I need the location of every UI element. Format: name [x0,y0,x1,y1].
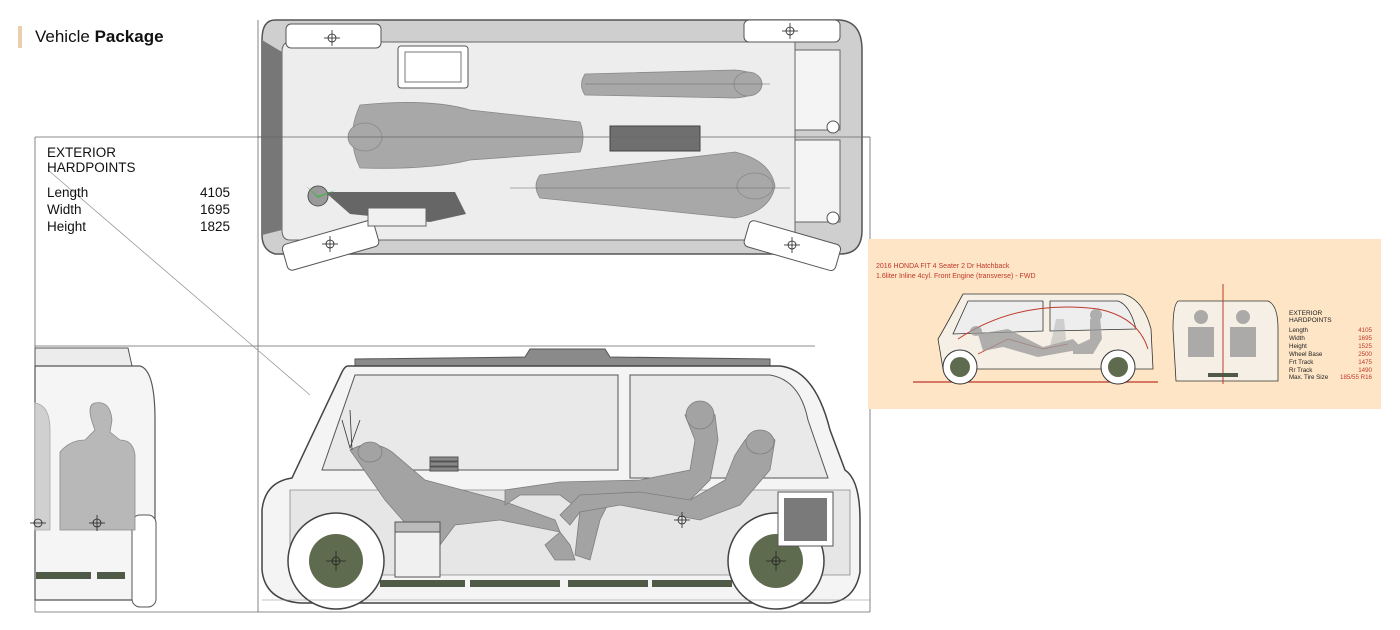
exterior-hardpoints-table: Length 4105 Width 1695 Height 1825 [47,184,230,235]
reference-label: Rr Track [1289,366,1313,374]
hardpoint-markers [30,23,800,531]
hardpoint-row: Length 4105 [47,184,230,201]
reference-value: 1490 [1358,366,1372,374]
reference-value: 1525 [1358,342,1372,350]
reference-value: 1475 [1358,358,1372,366]
hardpoint-value: 4105 [199,185,230,200]
reference-label: Max. Tire Size [1289,374,1329,382]
reference-row: Frt Track 1475 [1289,359,1372,367]
reference-label: Height [1289,342,1307,350]
title-accent-bar [18,26,22,48]
exterior-title-line1: EXTERIOR [47,145,117,160]
reference-row: Height 1525 [1289,343,1372,351]
reference-row: Wheel Base 2500 [1289,351,1372,359]
hardpoint-value: 1825 [199,219,230,234]
reference-row: Length 4105 [1289,327,1372,335]
reference-label: Width [1289,334,1305,342]
reference-row: Rr Track 1490 [1289,367,1372,375]
reference-wheels [942,349,1136,385]
exterior-hardpoints-title: EXTERIOR HARDPOINTS [47,145,177,175]
reference-vehicle-drawing [913,284,1279,385]
hardpoint-value: 1695 [199,202,230,217]
hardpoint-row: Width 1695 [47,201,230,218]
reference-title-line1: 2016 HONDA FIT 4 Seater 2 Dr Hatchback [876,263,1010,270]
top-view [258,19,870,272]
reference-value: 185/55 R16 [1340,374,1372,382]
reference-label: Wheel Base [1289,350,1323,358]
reference-row: Width 1695 [1289,335,1372,343]
hardpoint-label: Width [47,202,82,217]
reference-front-view [1172,284,1279,384]
reference-label: Frt Track [1289,358,1314,366]
hardpoint-row: Height 1825 [47,218,230,235]
reference-value: 1695 [1358,334,1372,342]
page-title-bold: Package [94,27,164,46]
page-title-plain: Vehicle [35,27,90,46]
reference-vehicle-panel: 2016 HONDA FIT 4 Seater 2 Dr Hatchback 1… [868,239,1381,409]
reference-hardpoints-table: Length 4105 Width 1695 Height 1525 Wheel Ba… [1289,327,1372,382]
hardpoint-label: Length [47,185,89,200]
reference-row: Max. Tire Size 185/55 R16 [1289,374,1372,382]
reference-hardpoints-title: EXTERIOR HARDPOINTS [1289,310,1369,324]
reference-value: 4105 [1358,327,1372,334]
exterior-title-line2: HARDPOINTS [47,160,136,175]
reference-value: 2500 [1358,350,1372,358]
front-view [34,347,157,608]
hardpoint-label: Height [47,219,87,234]
reference-title-line2: 1.6liter Inline 4cyl. Front Engine (tran… [876,273,1036,280]
reference-occupants [970,309,1102,357]
page-title: Vehicle Package [35,27,164,47]
reference-label: Length [1289,327,1308,334]
reference-hardpoints-line2: HARDPOINTS [1289,317,1332,324]
side-view [261,348,870,610]
reference-hardpoints-line1: EXTERIOR [1289,310,1323,317]
